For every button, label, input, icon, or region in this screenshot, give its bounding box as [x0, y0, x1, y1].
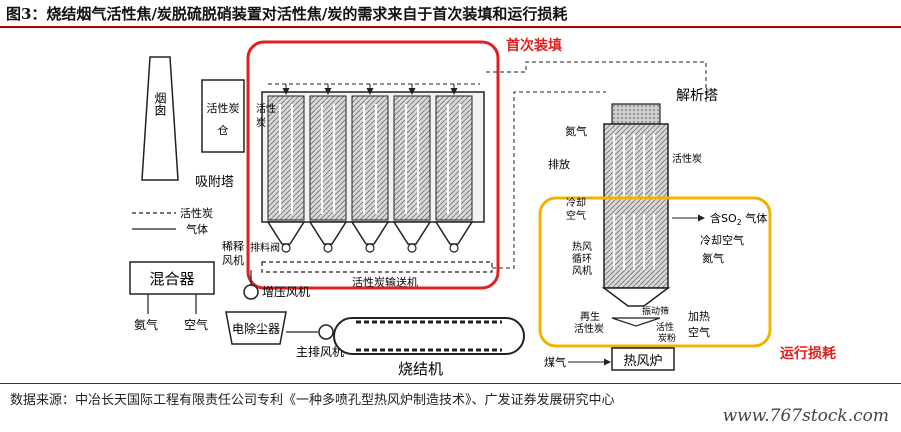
- source-note: 数据来源：中冶长天国际工程有限责任公司专利《一种多喷孔型热风炉制造技术》、广发证…: [10, 393, 615, 408]
- exhaust-label: 排放: [548, 157, 570, 171]
- dilution-fan-label-1: 稀释: [222, 240, 244, 253]
- desorption-tower-label: 解析塔: [676, 88, 718, 104]
- carbon-bin-label-1: 活性炭: [207, 101, 240, 115]
- ammonia-left-label: 氨气: [134, 317, 158, 332]
- right-carbon-label: 活性炭: [672, 152, 702, 165]
- title-rule: [0, 26, 901, 28]
- mixer-box: [129, 261, 215, 295]
- cooling-air-in-label-2: 空气: [566, 209, 586, 222]
- conveyor-label: 活性炭输送机: [352, 275, 418, 289]
- esp-shape: [225, 311, 287, 345]
- discharge-valve-label: 排料阀: [250, 241, 280, 254]
- sinter-machine: [333, 317, 525, 355]
- first-fill-annotation: 首次装填: [506, 37, 562, 54]
- mixer-label: 混合器: [149, 270, 194, 288]
- tower-carbon-label-2: 炭: [256, 117, 266, 129]
- legend-gas-label: 气体: [186, 222, 208, 236]
- process-diagram: 烟囱 活性炭 仓: [129, 37, 836, 378]
- adsorption-tower-label: 吸附塔: [195, 175, 234, 190]
- operation-loss-annotation: 运行损耗: [780, 345, 836, 362]
- carbon-return-line: [492, 91, 606, 269]
- heating-air-label-1: 加热: [688, 310, 710, 323]
- carbon-powder-label-1: 活性: [656, 321, 674, 333]
- booster-fan-label: 增压风机: [262, 285, 310, 299]
- title-bar: 图3：烧结烟气活性焦/炭脱硫脱硝装置对活性焦/炭的需求来自于首次装填和运行损耗: [0, 0, 901, 26]
- regen-carbon-label-2: 活性炭: [574, 322, 604, 335]
- nitrogen-top-label: 氮气: [565, 124, 587, 138]
- dilution-fan-label-2: 风机: [222, 253, 244, 267]
- watermark: www.767stock.com: [722, 406, 889, 426]
- first-fill-highlight: [246, 40, 500, 290]
- hot-air-fan-label-3: 风机: [572, 264, 592, 277]
- operation-loss-highlight: [538, 196, 772, 348]
- carbon-powder-label-2: 炭粉: [658, 332, 676, 344]
- booster-fan-symbol: [243, 284, 259, 300]
- carbon-bin: [201, 79, 245, 153]
- chimney-label: 烟囱: [153, 92, 167, 116]
- esp-label: 电除尘器: [232, 321, 280, 336]
- main-fan-symbol: [318, 324, 334, 340]
- vibrating-screen-label: 振动筛: [642, 305, 669, 317]
- nitrogen-right-label: 氮气: [702, 251, 724, 265]
- cooling-air-in-label-1: 冷却: [566, 196, 586, 209]
- main-fan-label: 主排风机: [296, 345, 344, 359]
- so2-gas-label: 含SO2 气体: [710, 211, 767, 227]
- gas-label: 煤气: [544, 355, 566, 369]
- conveyor-belt: [261, 261, 493, 273]
- figure-title: 图3：烧结烟气活性焦/炭脱硫脱硝装置对活性焦/炭的需求来自于首次装填和运行损耗: [6, 5, 568, 23]
- tower-carbon-label-1: 活性: [256, 102, 276, 115]
- air-left-label: 空气: [184, 317, 208, 332]
- hot-stove-label: 热风炉: [623, 354, 662, 369]
- bottom-rule: [0, 383, 901, 384]
- sinter-machine-label: 烧结机: [398, 360, 443, 378]
- desorption-tower: [601, 103, 671, 327]
- carbon-bin-label-2: 仓: [218, 123, 229, 137]
- carbon-supply-line: [486, 61, 707, 102]
- regen-carbon-label-1: 再生: [580, 310, 600, 323]
- legend-carbon-label: 活性炭: [180, 206, 213, 220]
- chimney-shape: [141, 56, 179, 181]
- cooling-air-out-label: 冷却空气: [700, 233, 744, 247]
- hot-stove-box: [611, 347, 675, 371]
- heating-air-label-2: 空气: [688, 325, 710, 339]
- hot-air-fan-label-2: 循环: [572, 252, 592, 265]
- adsorption-tower: [261, 83, 485, 253]
- hot-air-fan-label-1: 热风: [572, 240, 592, 253]
